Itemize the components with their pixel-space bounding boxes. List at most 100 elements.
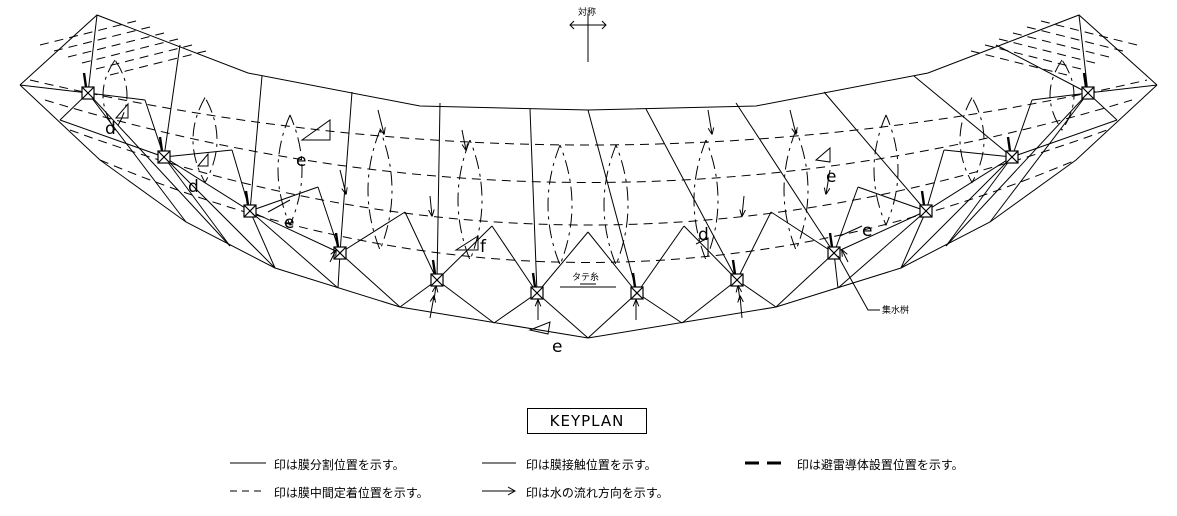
contact-lens [1049,59,1075,131]
warp-direction-mark [560,283,616,288]
contact-lens [693,139,719,262]
truss-line [87,92,146,101]
contact-lens [102,59,128,131]
legend-flow-text: 印は水の流れ方向を示す。 [525,486,669,500]
radial-line [339,91,353,254]
drain-cross [1005,150,1019,164]
drain-cross [730,273,744,287]
legend-contact-line-icon [482,462,516,464]
mark-d-1: d [105,119,116,139]
detail-tags [114,102,863,335]
contact-lens [367,129,393,252]
radial-line [436,102,441,281]
drain-cross [157,150,171,164]
radial-line [735,102,835,254]
fixing-arc [69,129,1108,226]
lightning-conductor [531,272,537,288]
fan-line [945,92,1089,247]
drain-cross [530,286,544,300]
mark-e-4: e [862,221,872,241]
fan-line [536,292,589,339]
lightning-conductor [431,259,437,275]
fan-line [945,156,1013,247]
truss-line [436,225,493,281]
radial-line [587,109,638,294]
drain-cross [1081,86,1095,100]
radial-line [645,108,738,281]
legend-row-2: 印は膜中間定着位置を示す。 [230,485,429,501]
truss-line [683,225,738,281]
truss-line [925,149,945,212]
fan-line [249,210,276,269]
legend-contact-text: 印は膜接触位置を示す。 [525,458,657,472]
legend-fixing-text: 印は膜中間定着位置を示す。 [273,486,429,500]
flow-arrow [461,129,466,150]
mark-e-5: e [552,337,562,357]
contact-lens [192,97,218,184]
fan-line [775,252,835,308]
flow-arrow [707,109,712,134]
truss-line [736,211,772,281]
truss-line [404,211,438,281]
legend-dashed-line-icon [230,490,266,492]
membrane-contact-lines [102,59,1075,267]
fan-line [249,210,339,289]
mark-e-1: e [296,151,306,171]
truss-line [943,149,1013,158]
truss-line [770,211,835,254]
legend-lightning-text: 印は避雷導体設置位置を示す。 [796,458,964,472]
drain-cross [81,86,95,100]
legend-row-2b: 印は水の流れ方向を示す。 [482,485,669,501]
warp-label: タテ糸 [572,271,599,283]
contact-lens [959,97,985,184]
mark-e-2: e [284,213,294,233]
truss-line [1011,99,1033,158]
fan-line [87,92,231,247]
corner-hatch [1008,31,1110,58]
collector-leader [837,255,880,311]
lightning-conductor [82,72,88,88]
fan-line [493,292,538,324]
fan-line [339,252,401,308]
legend-row-1: 印は膜分割位置を示す。 [230,457,405,473]
lightning-conductor [158,136,164,152]
corner-hatch [81,37,183,64]
legend-row-1b: 印は膜接触位置を示す。 [482,457,657,473]
mark-d-2: d [188,177,199,197]
flow-arrow [740,296,742,319]
truss-line [833,186,859,254]
fan-line [636,292,683,324]
ridge-link [833,119,1118,254]
radial-line [529,108,538,294]
drain-cross [243,204,257,218]
radial-line [249,75,263,212]
legend-split-text: 印は膜分割位置を示す。 [273,458,405,472]
mark-d-3: d [698,225,709,245]
radial-line [913,75,1013,158]
flow-arrow [377,109,384,134]
contact-lens [277,114,303,227]
radial-line [87,14,98,94]
contact-lens [873,114,899,227]
truss-line [163,149,233,158]
corner-hatch [966,49,1068,76]
collector-drains [81,72,1095,300]
fan-line [163,156,231,247]
flow-arrow [789,109,796,134]
outer-edge-bottom [19,84,1158,339]
mark-e-3: e [826,167,836,187]
membrane-split-lines [19,14,1158,339]
truss-line [536,231,589,294]
flow-arrow [430,195,432,216]
corner-hatch [67,31,169,58]
lightning-conductor [1006,136,1012,152]
fixing-arc [44,99,1133,183]
drain-cross [827,246,841,260]
fan-line [989,92,1089,223]
lightning-conductor [631,272,637,288]
legend-arrow-icon [482,486,517,496]
fan-line [587,292,638,339]
contact-lens [547,144,573,267]
symmetry-mark [569,14,607,62]
